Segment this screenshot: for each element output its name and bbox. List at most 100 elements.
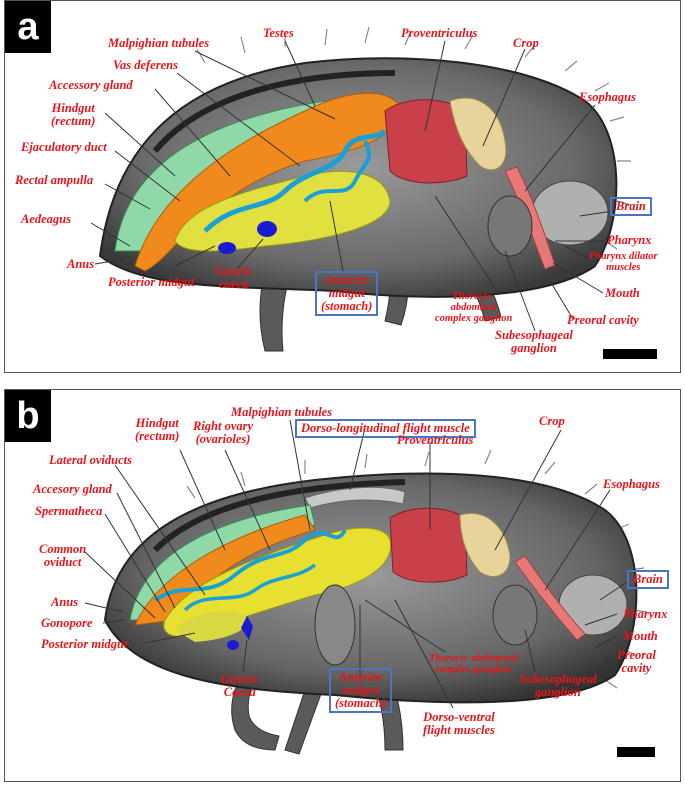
label-accessory-gland: Accessory gland bbox=[49, 78, 133, 92]
proventriculus-organ bbox=[384, 99, 468, 184]
label-proventriculus: Proventriculus bbox=[397, 433, 474, 447]
label-pharynx-dilator-line2: muscles bbox=[606, 262, 641, 273]
leader-lines bbox=[84, 419, 628, 709]
label-pharynx-dilator: Pharynx dilator muscles bbox=[589, 251, 658, 273]
label-hindgut-line1: Hindgut bbox=[135, 416, 179, 430]
label-common-oviduct: Common oviduct bbox=[39, 543, 86, 569]
setae bbox=[196, 26, 632, 250]
label-anterior-midgut-line3: (stomach) bbox=[335, 696, 387, 710]
label-hindgut: Hindgut (rectum) bbox=[51, 102, 95, 128]
label-subesophageal-line1: Subesophageal bbox=[519, 672, 597, 686]
label-right-ovary: Right ovary (ovarioles) bbox=[193, 420, 253, 446]
malpighian-tubules-organ bbox=[153, 528, 347, 602]
label-preoral-cavity: Preoral cavity bbox=[617, 649, 656, 675]
panel-b: b Malpighian tubules Hindgut (rectum) Ri… bbox=[4, 389, 681, 782]
label-gastric-caeca: Gastric caeca bbox=[215, 265, 253, 291]
label-subesophageal-line2: ganglion bbox=[510, 341, 557, 355]
label-malpighian-tubules: Malpighian tubules bbox=[108, 36, 210, 50]
label-thoracic-line2: abdominal bbox=[450, 302, 497, 313]
label-hindgut-line2: (rectum) bbox=[135, 429, 180, 443]
label-subesophageal-line1: Subesophageal bbox=[495, 328, 573, 342]
label-subesophageal-ganglion: Subesophageal ganglion bbox=[495, 329, 573, 355]
panel-b-specimen bbox=[84, 419, 648, 755]
setae bbox=[186, 449, 648, 689]
label-gastric-caeca-line2: caeca bbox=[219, 277, 249, 291]
crop-organ bbox=[449, 97, 507, 171]
label-preoral-cavity: Preoral cavity bbox=[567, 313, 639, 327]
label-gastric-caeca-line1: Gastric bbox=[221, 672, 259, 686]
label-common-oviduct-line2: oviduct bbox=[43, 555, 82, 569]
label-hindgut: Hindgut (rectum) bbox=[135, 417, 179, 443]
proventriculus-organ bbox=[389, 507, 468, 583]
label-right-ovary-line2: (ovarioles) bbox=[195, 432, 251, 446]
label-dorso-ventral-line2: flight muscles bbox=[423, 723, 495, 737]
label-spermatheca: Spermatheca bbox=[35, 504, 103, 518]
label-dorso-ventral-line1: Dorso-ventral bbox=[423, 710, 495, 724]
label-anterior-midgut-line2: midgut bbox=[328, 286, 365, 300]
label-thoracic-abdominal-ganglion: Thoracic- abdominal complex ganglion bbox=[435, 291, 512, 324]
label-dorso-longitudinal-flight-muscle: Dorso-longitudinal flight muscle bbox=[295, 419, 476, 438]
gastric-caeca-organ bbox=[218, 242, 236, 254]
label-esophagus: Esophagus bbox=[603, 477, 660, 491]
label-mouth: Mouth bbox=[605, 286, 640, 300]
esophagus-organ bbox=[514, 555, 586, 641]
label-esophagus: Esophagus bbox=[579, 90, 636, 104]
label-thoracic-abdominal-ganglion: Thoracic-abdominal complex ganglion bbox=[429, 653, 518, 675]
label-vas-deferens: Vas deferens bbox=[113, 58, 178, 72]
scale-bar bbox=[617, 747, 655, 757]
panel-letter: b bbox=[5, 390, 51, 442]
label-mouth: Mouth bbox=[623, 629, 658, 643]
label-rectal-ampulla: Rectal ampulla bbox=[15, 173, 94, 187]
label-dorso-ventral-flight-muscles: Dorso-ventral flight muscles bbox=[423, 711, 495, 737]
label-testes: Testes bbox=[263, 26, 294, 40]
label-anus: Anus bbox=[51, 595, 79, 609]
label-posterior-midgut: Posterior midgut bbox=[41, 637, 128, 651]
label-brain: Brain bbox=[627, 570, 669, 589]
label-thoracic-line1: Thoracic-abdominal bbox=[429, 653, 518, 664]
label-common-oviduct-line1: Common bbox=[39, 542, 87, 556]
label-brain: Brain bbox=[610, 197, 652, 216]
label-accesory-gland: Accesory gland bbox=[33, 482, 112, 496]
label-anterior-midgut: Anterior midgut (stomach) bbox=[329, 668, 393, 713]
label-preoral-line2: cavity bbox=[621, 661, 652, 675]
crop-organ bbox=[459, 513, 511, 577]
label-gastric-caeca-line2: Caeca bbox=[223, 685, 256, 699]
label-subesophageal-line2: ganglion bbox=[534, 685, 581, 699]
label-thoracic-line1: Thoracic- bbox=[452, 291, 495, 302]
label-gonopore: Gonopore bbox=[41, 616, 93, 630]
label-lateral-oviducts: Lateral oviducts bbox=[49, 453, 132, 467]
label-pharynx: Pharynx bbox=[623, 607, 668, 621]
label-pharynx: Pharynx bbox=[607, 233, 652, 247]
label-gastric-caeca: Gastric Caeca bbox=[221, 673, 259, 699]
label-thoracic-line2: complex ganglion bbox=[434, 664, 512, 675]
label-anterior-midgut-line3: (stomach) bbox=[321, 299, 373, 313]
panel-a: a Malpighian tubules Testes Proventricul… bbox=[4, 0, 681, 373]
label-preoral-line1: Preoral bbox=[617, 648, 656, 662]
label-pharynx-dilator-line1: Pharynx dilator bbox=[589, 251, 658, 262]
label-proventriculus: Proventriculus bbox=[401, 26, 478, 40]
label-subesophageal-ganglion: Subesophageal ganglion bbox=[519, 673, 597, 699]
label-malpighian-tubules: Malpighian tubules bbox=[231, 405, 333, 419]
label-crop: Crop bbox=[513, 36, 539, 50]
panel-a-specimen bbox=[90, 26, 632, 352]
label-anterior-midgut-line1: Anterior bbox=[338, 670, 383, 684]
label-anterior-midgut-line2: midgut bbox=[342, 683, 379, 697]
leader-lines bbox=[90, 40, 614, 332]
flight-muscle-organ bbox=[304, 486, 406, 509]
label-crop: Crop bbox=[539, 414, 565, 428]
label-aedeagus: Aedeagus bbox=[21, 212, 71, 226]
label-anterior-midgut-line1: Anterior bbox=[324, 273, 369, 287]
scale-bar bbox=[603, 349, 657, 359]
label-anus: Anus bbox=[67, 257, 95, 271]
label-right-ovary-line1: Right ovary bbox=[193, 419, 254, 433]
label-hindgut-line1: Hindgut bbox=[51, 101, 95, 115]
label-anterior-midgut: Anterior midgut (stomach) bbox=[315, 271, 379, 316]
label-thoracic-line3: complex ganglion bbox=[435, 313, 513, 324]
label-ejaculatory-duct: Ejaculatory duct bbox=[21, 140, 107, 154]
gastric-caeca-organ bbox=[241, 616, 253, 640]
panel-letter: a bbox=[5, 1, 51, 53]
label-posterior-midgut: Posterior midgut bbox=[108, 275, 195, 289]
label-hindgut-line2: (rectum) bbox=[51, 114, 96, 128]
malpighian-tubules-organ bbox=[203, 128, 387, 233]
label-gastric-caeca-line1: Gastric bbox=[215, 264, 253, 278]
